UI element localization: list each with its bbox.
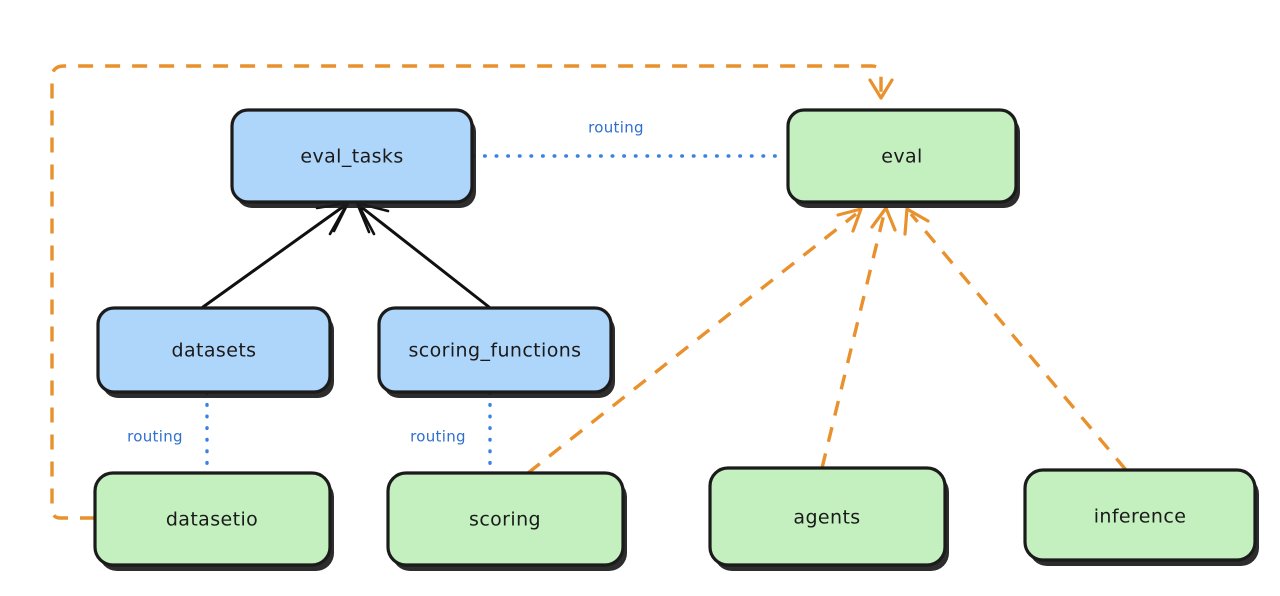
node-agents[interactable]: agents bbox=[708, 466, 949, 571]
node-eval-tasks-label: eval_tasks bbox=[300, 146, 403, 168]
node-scoring-body bbox=[386, 471, 625, 567]
node-scoring-label: scoring bbox=[469, 509, 541, 531]
edge-datasetio-to-eval bbox=[50, 64, 894, 520]
node-datasets-body bbox=[96, 306, 332, 394]
node-agents-label: agents bbox=[793, 507, 860, 529]
node-eval-body bbox=[786, 108, 1018, 204]
node-eval-tasks[interactable]: eval_tasks bbox=[230, 108, 476, 208]
node-inference-label: inference bbox=[1094, 506, 1187, 528]
edge-eval-tasks-to-eval: routing bbox=[471, 119, 788, 158]
node-agents-body bbox=[708, 466, 947, 567]
node-eval-tasks-body bbox=[230, 108, 474, 204]
edge-scoring-functions-to-eval-tasks bbox=[355, 201, 491, 309]
edge-datasets-to-datasetio: routing bbox=[127, 391, 209, 473]
edge-inference-to-eval bbox=[903, 207, 1128, 472]
node-datasetio-label: datasetio bbox=[166, 509, 258, 531]
edge-scoring-to-eval bbox=[526, 207, 863, 475]
node-scoring[interactable]: scoring bbox=[386, 471, 627, 571]
node-datasets-label: datasets bbox=[172, 340, 257, 362]
node-eval[interactable]: eval bbox=[786, 108, 1020, 208]
node-inference[interactable]: inference bbox=[1023, 468, 1259, 566]
edge-scoring-functions-to-scoring: routing bbox=[410, 391, 492, 473]
node-scoring-functions[interactable]: scoring_functions bbox=[377, 306, 615, 398]
node-datasets[interactable]: datasets bbox=[96, 306, 334, 398]
node-inference-body bbox=[1023, 468, 1257, 562]
edge-label-routing-scoring-functions: routing bbox=[410, 428, 466, 446]
edge-label-routing-datasets: routing bbox=[127, 428, 183, 446]
edge-agents-to-eval bbox=[820, 206, 897, 469]
node-scoring-functions-label: scoring_functions bbox=[409, 340, 582, 362]
edge-datasets-to-eval-tasks bbox=[201, 201, 350, 309]
node-datasetio-body bbox=[93, 471, 332, 567]
node-datasetio[interactable]: datasetio bbox=[93, 471, 334, 571]
node-scoring-functions-body bbox=[377, 306, 613, 394]
edge-label-routing-top: routing bbox=[588, 119, 644, 137]
node-eval-label: eval bbox=[881, 146, 922, 168]
